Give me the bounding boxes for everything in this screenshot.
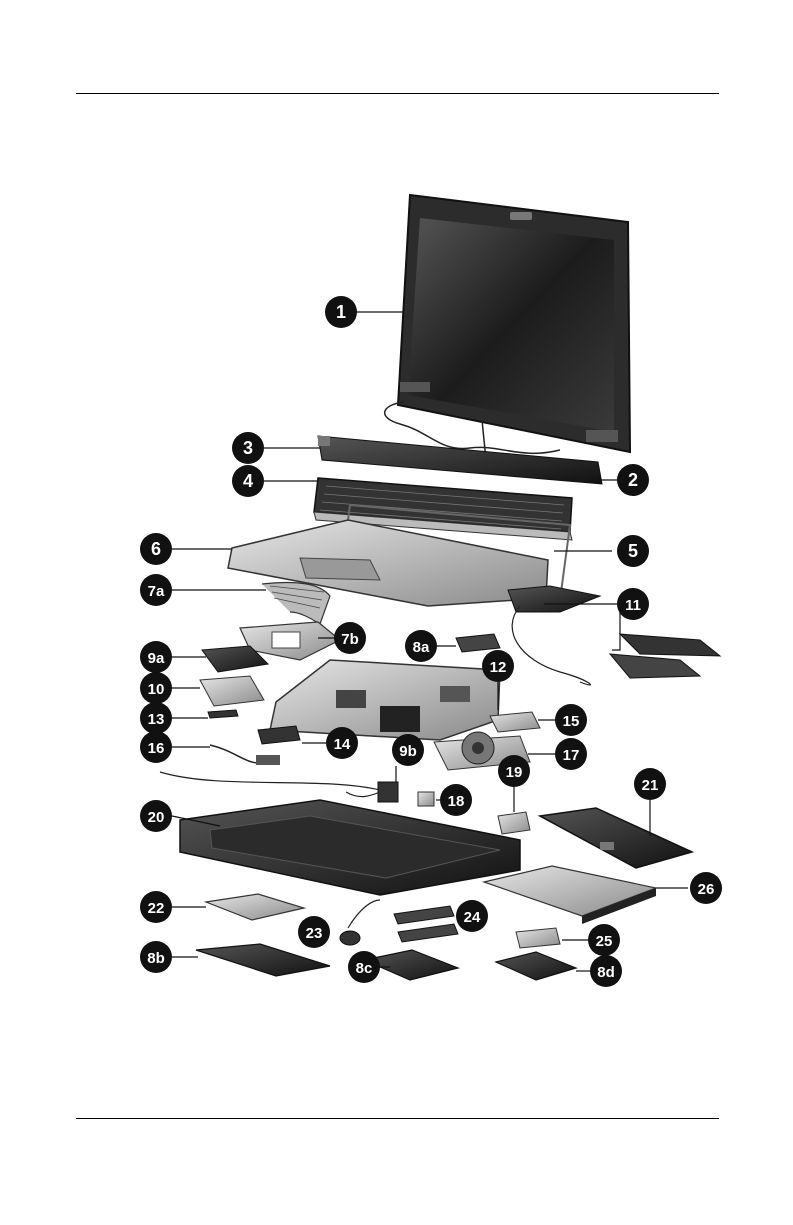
- callout-15: 15: [555, 704, 587, 736]
- callout-3: 3: [232, 432, 264, 464]
- callout-6: 6: [140, 533, 172, 565]
- chip-15: [490, 712, 540, 732]
- board-19: [498, 812, 530, 834]
- small-board-9a: [456, 634, 500, 652]
- callout-label: 18: [448, 793, 465, 810]
- callout-label: 17: [563, 747, 580, 764]
- optical-drive-26: [484, 866, 656, 924]
- callout-14: 14: [326, 727, 358, 759]
- callout-23: 23: [298, 916, 330, 948]
- speaker-assembly: [508, 586, 720, 685]
- callout-18: 18: [440, 784, 472, 816]
- callout-8d: 8d: [590, 955, 622, 987]
- callout-label: 22: [148, 900, 165, 917]
- display-assembly: [385, 195, 630, 460]
- callout-16: 16: [140, 731, 172, 763]
- callout-8a: 8a: [405, 630, 437, 662]
- callout-label: 23: [306, 925, 323, 942]
- callout-11: 11: [617, 588, 649, 620]
- callout-label: 21: [642, 777, 659, 794]
- card-25: [516, 928, 560, 948]
- callout-label: 25: [596, 933, 613, 950]
- callout-9a: 9a: [140, 641, 172, 673]
- callout-10: 10: [140, 672, 172, 704]
- callout-2: 2: [617, 464, 649, 496]
- callout-25: 25: [588, 924, 620, 956]
- callout-9b: 9b: [392, 734, 424, 766]
- callout-label: 8c: [356, 960, 373, 977]
- callout-label: 7a: [148, 583, 165, 600]
- callout-label: 10: [148, 681, 165, 698]
- callout-label: 8d: [597, 964, 615, 981]
- callout-label: 15: [563, 713, 580, 730]
- callout-label: 8a: [413, 639, 430, 656]
- callout-label: 26: [698, 881, 715, 898]
- switch-cover: [318, 436, 602, 484]
- callout-label: 9a: [148, 650, 165, 667]
- cover-8d: [496, 952, 576, 980]
- callout-label: 12: [490, 659, 507, 676]
- callout-5: 5: [617, 535, 649, 567]
- system-board: [270, 660, 500, 740]
- callout-20: 20: [140, 800, 172, 832]
- callout-7a: 7a: [140, 574, 172, 606]
- jack-18: [418, 792, 434, 806]
- callout-21: 21: [634, 768, 666, 800]
- callout-label: 2: [628, 470, 638, 490]
- callout-19: 19: [498, 755, 530, 787]
- callout-label: 6: [151, 539, 161, 559]
- callout-1: 1: [325, 296, 357, 328]
- callout-17: 17: [555, 738, 587, 770]
- callout-label: 1: [336, 302, 346, 322]
- connector-9b: [346, 782, 398, 802]
- cover-8b: [196, 944, 330, 976]
- callout-label: 19: [506, 764, 523, 781]
- small-part-13: [208, 710, 238, 718]
- callout-26: 26: [690, 872, 722, 904]
- callout-label: 11: [625, 597, 641, 614]
- base-enclosure: [180, 800, 520, 895]
- callout-label: 13: [148, 711, 165, 728]
- callout-label: 24: [464, 909, 481, 926]
- callout-label: 20: [148, 809, 165, 826]
- shield-10: [200, 676, 264, 706]
- memory-24: [394, 906, 458, 942]
- callout-label: 4: [243, 471, 253, 491]
- callout-label: 5: [628, 541, 638, 561]
- callout-label: 9b: [399, 743, 417, 760]
- callout-24: 24: [456, 900, 488, 932]
- callout-label: 16: [148, 740, 165, 757]
- callout-8b: 8b: [140, 941, 172, 973]
- callout-label: 14: [334, 736, 351, 753]
- callout-label: 3: [243, 438, 253, 458]
- callout-label: 7b: [341, 631, 359, 648]
- rtc-battery-23: [340, 900, 380, 945]
- callout-12: 12: [482, 650, 514, 682]
- hard-drive-22: [206, 894, 304, 920]
- battery-21: [540, 808, 692, 868]
- callout-22: 22: [140, 891, 172, 923]
- callout-8c: 8c: [348, 951, 380, 983]
- callout-13: 13: [140, 702, 172, 734]
- module-14: [258, 726, 300, 744]
- display-cable: [262, 583, 330, 625]
- callout-4: 4: [232, 465, 264, 497]
- callout-label: 8b: [147, 950, 165, 967]
- callout-7b: 7b: [334, 622, 366, 654]
